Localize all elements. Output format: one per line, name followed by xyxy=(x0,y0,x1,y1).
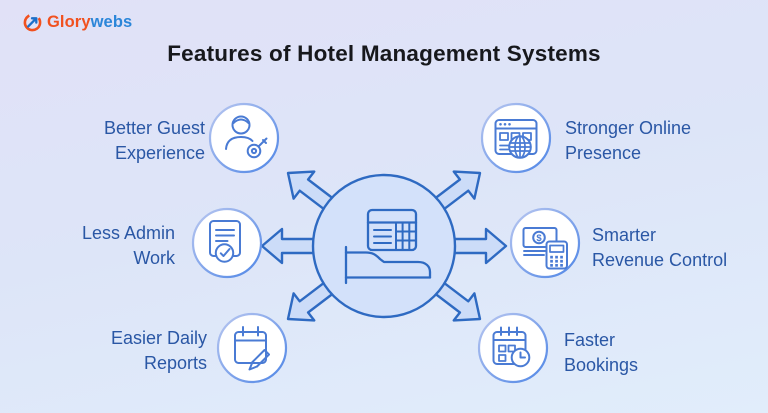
page-title: Features of Hotel Management Systems xyxy=(167,41,601,66)
money-calculator-icon: $ xyxy=(509,207,581,279)
feature-label-better-guest-experience: Better Guest Experience xyxy=(103,118,205,163)
feature-label-faster-bookings: Faster Bookings xyxy=(564,330,639,375)
logo-wordmark: Glorywebs xyxy=(47,13,132,32)
glorywebs-logo: Glorywebs xyxy=(22,12,132,33)
hotel-building-bed-icon xyxy=(344,208,432,285)
calendar-clock-icon xyxy=(477,312,549,384)
receptionist-key-icon xyxy=(208,102,280,174)
browser-globe-icon xyxy=(480,102,552,174)
logo-word-webs: webs xyxy=(90,13,133,31)
feature-label-less-admin-work: Less Admin Work xyxy=(81,223,175,268)
glorywebs-arrow-circle-icon xyxy=(22,12,43,33)
dollar-sign: $ xyxy=(536,233,542,244)
document-check-icon xyxy=(191,207,263,279)
logo-word-glory: Glory xyxy=(47,13,91,31)
feature-label-smarter-revenue-control: Smarter Revenue Control xyxy=(592,225,728,270)
feature-label-stronger-online-presence: Stronger Online Presence xyxy=(565,118,692,163)
calculator-keys xyxy=(550,255,563,267)
center-circle xyxy=(311,173,457,319)
calendar-pencil-icon xyxy=(216,312,288,384)
feature-label-easier-daily-reports: Easier Daily Reports xyxy=(110,328,207,373)
central-hub-diagram xyxy=(250,155,520,340)
